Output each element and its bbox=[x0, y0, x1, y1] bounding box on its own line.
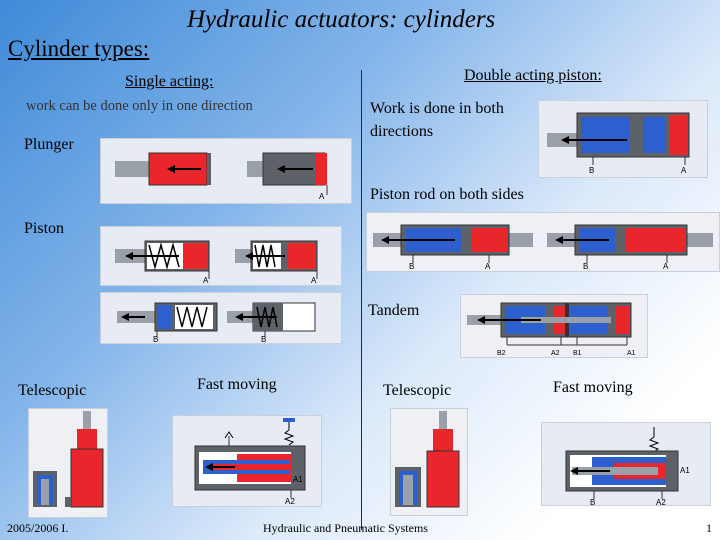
piston-label: Piston bbox=[24, 220, 65, 237]
rod-both-sides-label: Piston rod on both sides bbox=[370, 186, 524, 203]
port-a-label: A bbox=[203, 276, 209, 285]
port-b1-label: B1 bbox=[573, 350, 582, 357]
tandem-label: Tandem bbox=[368, 302, 420, 319]
tandem-diagram: B2 A2 B1 A1 bbox=[460, 294, 648, 358]
port-b-label: B bbox=[409, 262, 414, 271]
double-acting-desc-line1: Work is done in both bbox=[370, 100, 504, 117]
piston-spring-extend-diagram: B B bbox=[100, 292, 342, 344]
port-a1-label: A1 bbox=[627, 350, 636, 357]
slide-title: Hydraulic actuators: cylinders bbox=[187, 6, 496, 33]
double-acting-desc-line2: directions bbox=[370, 123, 434, 140]
port-a1-label: A1 bbox=[293, 475, 303, 484]
telescopic-right-label: Telescopic bbox=[383, 382, 452, 399]
port-b-label: B bbox=[589, 166, 594, 175]
port-b-label: B bbox=[261, 335, 266, 343]
double-acting-diagram: B A bbox=[538, 100, 708, 178]
fast-moving-right-label: Fast moving bbox=[553, 379, 633, 396]
cylinder-types-heading: Cylinder types: bbox=[8, 36, 150, 61]
column-divider bbox=[361, 70, 362, 530]
piston-spring-return-diagram: A A bbox=[100, 226, 342, 286]
port-a2-label: A2 bbox=[285, 497, 295, 506]
port-a-label: A bbox=[485, 262, 491, 271]
single-acting-description: work can be done only in one direction bbox=[26, 98, 253, 114]
port-a-label: A bbox=[663, 262, 669, 271]
port-a2-label: A2 bbox=[656, 498, 666, 505]
port-b-label: B bbox=[590, 498, 595, 505]
footer-course-title: Hydraulic and Pneumatic Systems bbox=[263, 521, 428, 535]
rod-both-sides-diagram: B A B A bbox=[366, 212, 720, 272]
telescopic-left-diagram bbox=[28, 408, 108, 518]
telescopic-left-label: Telescopic bbox=[18, 382, 87, 399]
plunger-label: Plunger bbox=[24, 136, 74, 153]
port-a-label: A bbox=[319, 192, 325, 201]
page-number: 1 bbox=[706, 521, 712, 535]
port-b-label: B bbox=[153, 335, 158, 343]
single-acting-heading: Single acting: bbox=[125, 73, 214, 90]
fast-moving-left-diagram: A1 A2 bbox=[172, 415, 322, 507]
port-a-label: A bbox=[681, 166, 687, 175]
port-a2-label: A2 bbox=[551, 350, 560, 357]
port-b-label: B bbox=[583, 262, 588, 271]
telescopic-right-diagram bbox=[390, 408, 468, 516]
fast-moving-right-diagram: B A1 A2 bbox=[541, 422, 711, 506]
port-a1-label: A1 bbox=[680, 466, 690, 475]
port-b2-label: B2 bbox=[497, 350, 506, 357]
plunger-diagram: A bbox=[100, 138, 352, 204]
footer-date: 2005/2006 I. bbox=[7, 521, 69, 535]
port-a-label: A bbox=[311, 276, 317, 285]
fast-moving-left-label: Fast moving bbox=[197, 376, 277, 393]
double-acting-heading: Double acting piston: bbox=[464, 67, 602, 84]
